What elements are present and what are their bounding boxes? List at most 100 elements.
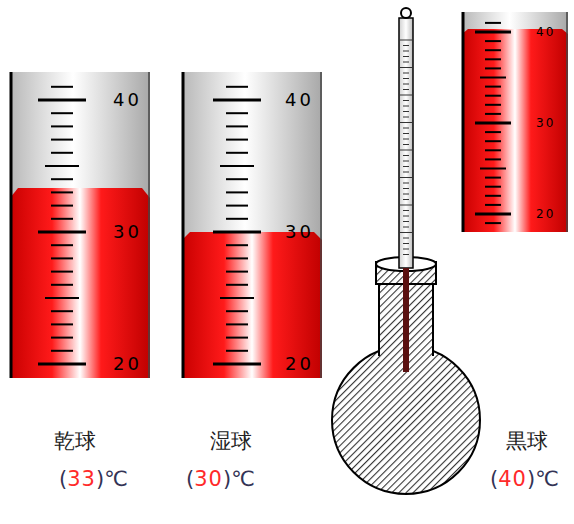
scale-number: 40 bbox=[536, 26, 555, 38]
scale-tick bbox=[220, 297, 254, 299]
scale-tick bbox=[485, 22, 501, 24]
scale-tick bbox=[485, 158, 501, 160]
scale-tick bbox=[213, 363, 261, 366]
scale-tick bbox=[213, 231, 261, 234]
stem-tick bbox=[400, 232, 412, 233]
stem-tick bbox=[403, 78, 409, 79]
scale-tick bbox=[51, 257, 73, 259]
stem-tick bbox=[403, 100, 409, 101]
scale-tick bbox=[485, 58, 501, 60]
reading-number: 33 bbox=[67, 469, 96, 490]
scale-tick bbox=[226, 125, 248, 127]
scale-tick bbox=[226, 323, 248, 325]
stem-tick bbox=[403, 144, 409, 145]
scale-tick bbox=[51, 139, 73, 141]
scale-tick bbox=[51, 310, 73, 312]
scale-tick bbox=[226, 86, 248, 88]
stem-tick bbox=[403, 84, 409, 85]
scale-tick bbox=[480, 168, 506, 170]
reading-unit: ( bbox=[59, 469, 67, 490]
scale-tick bbox=[38, 99, 86, 102]
reading-value: (40)℃ bbox=[490, 469, 559, 490]
dry-bulb-scale bbox=[10, 72, 150, 378]
globe-thermometer bbox=[332, 8, 480, 494]
scale-tick bbox=[485, 177, 501, 179]
scale-tick bbox=[475, 122, 511, 125]
scale-tick bbox=[485, 195, 501, 197]
stem-tick bbox=[403, 216, 409, 217]
scale-tick bbox=[226, 178, 248, 180]
wet-bulb-scale bbox=[182, 72, 322, 378]
scale-tick bbox=[226, 350, 248, 352]
scale-tick bbox=[485, 49, 501, 51]
scale-tick bbox=[45, 297, 79, 299]
scale-number: 20 bbox=[113, 355, 142, 373]
scale-number: 30 bbox=[113, 223, 142, 241]
scale-tick bbox=[226, 244, 248, 246]
scale-tick bbox=[226, 139, 248, 141]
stem-tick bbox=[403, 243, 409, 244]
stem-tick bbox=[400, 205, 412, 206]
scale-tick bbox=[51, 284, 73, 286]
reading-number: 30 bbox=[194, 469, 223, 490]
scale-tick bbox=[51, 205, 73, 207]
stem-tick bbox=[403, 188, 409, 189]
reading-unit: )℃ bbox=[527, 469, 559, 490]
scale-tick bbox=[226, 205, 248, 207]
reading-unit: ( bbox=[186, 469, 194, 490]
stem-tick bbox=[403, 161, 409, 162]
scale-tick bbox=[51, 112, 73, 114]
scale-tick bbox=[475, 31, 511, 34]
bulb-name: 乾球 bbox=[54, 431, 96, 452]
scale-tick bbox=[485, 104, 501, 106]
scale-tick bbox=[51, 191, 73, 193]
scale-tick bbox=[220, 165, 254, 167]
globe-scale bbox=[462, 12, 568, 232]
stem-tick bbox=[403, 194, 409, 195]
stem-tick bbox=[403, 51, 409, 52]
scale-tick bbox=[226, 284, 248, 286]
stem-tick bbox=[400, 40, 412, 41]
stem-tick bbox=[403, 172, 409, 173]
scale-number: 20 bbox=[536, 208, 555, 220]
scale-tick bbox=[475, 213, 511, 216]
stem-tick bbox=[403, 45, 409, 46]
scale-tick bbox=[213, 99, 261, 102]
scale-tick bbox=[38, 363, 86, 366]
scale-tick bbox=[51, 244, 73, 246]
scale-number: 40 bbox=[285, 91, 314, 109]
scale-tick bbox=[480, 77, 506, 79]
stem-tick bbox=[403, 183, 409, 184]
stem-tick bbox=[403, 254, 409, 255]
reading-number: 40 bbox=[498, 469, 527, 490]
stem-tick bbox=[403, 155, 409, 156]
stem-tick bbox=[403, 73, 409, 74]
scale-tick bbox=[226, 310, 248, 312]
stem-tick bbox=[400, 95, 412, 96]
stem-tick bbox=[403, 199, 409, 200]
scale-number: 40 bbox=[113, 91, 142, 109]
scale-tick bbox=[226, 271, 248, 273]
stem-tick bbox=[400, 67, 412, 68]
stem-tick bbox=[403, 210, 409, 211]
stem-tick bbox=[403, 56, 409, 57]
reading-value: (30)℃ bbox=[186, 469, 255, 490]
scale-tick bbox=[51, 350, 73, 352]
stem-tick bbox=[403, 227, 409, 228]
stem-tick bbox=[403, 238, 409, 239]
stem-tick bbox=[400, 150, 412, 151]
scale-tick bbox=[226, 191, 248, 193]
scale-tick bbox=[226, 337, 248, 339]
reading-value: (33)℃ bbox=[59, 469, 128, 490]
stem-tick bbox=[403, 89, 409, 90]
scale-number: 20 bbox=[285, 355, 314, 373]
stem-tick bbox=[403, 128, 409, 129]
scale-tick bbox=[51, 323, 73, 325]
stem-tick bbox=[403, 106, 409, 107]
scale-tick bbox=[51, 218, 73, 220]
stem-tick bbox=[403, 62, 409, 63]
scale-tick bbox=[51, 152, 73, 154]
scale-tick bbox=[485, 113, 501, 115]
bulb-name: 黒球 bbox=[506, 431, 548, 452]
stem-tick bbox=[403, 133, 409, 134]
